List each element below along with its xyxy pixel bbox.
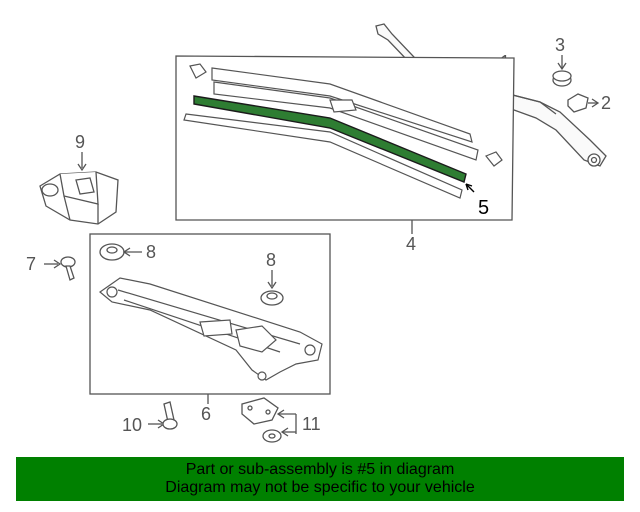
banner-line-disclaimer: Diagram may not be specific to your vehi… xyxy=(165,479,475,496)
bolt-part-7 xyxy=(44,256,76,281)
part-info-banner: Part or sub-assembly is #5 in diagram Di… xyxy=(16,457,624,501)
callout-4: 4 xyxy=(406,234,416,254)
callout-5: 5 xyxy=(478,197,489,219)
callout-9: 9 xyxy=(75,132,85,152)
wiper-motor-part xyxy=(39,152,119,225)
grommet-part-a xyxy=(99,243,142,261)
banner-line-part: Part or sub-assembly is #5 in diagram xyxy=(185,461,455,478)
callout-7: 7 xyxy=(26,254,36,274)
callout-10: 10 xyxy=(122,415,142,435)
callout-8-lower: 8 xyxy=(266,250,276,270)
callout-8-upper: 8 xyxy=(146,242,156,262)
arm-cap-part xyxy=(567,93,600,113)
wiper-linkage xyxy=(99,277,323,381)
parts-diagram: 1 2 3 4 5 xyxy=(26,23,611,443)
bracket-part-11 xyxy=(241,397,297,443)
callout-11: 11 xyxy=(302,414,321,434)
bolt-part-10 xyxy=(148,401,178,430)
callout-3: 3 xyxy=(555,35,565,55)
callout-6: 6 xyxy=(201,404,211,424)
grommet-part-b xyxy=(260,270,284,306)
wiper-blade xyxy=(183,63,503,199)
arm-nut-part xyxy=(552,55,572,87)
callout-2: 2 xyxy=(601,93,611,113)
wiper-refill-highlighted xyxy=(193,95,475,193)
